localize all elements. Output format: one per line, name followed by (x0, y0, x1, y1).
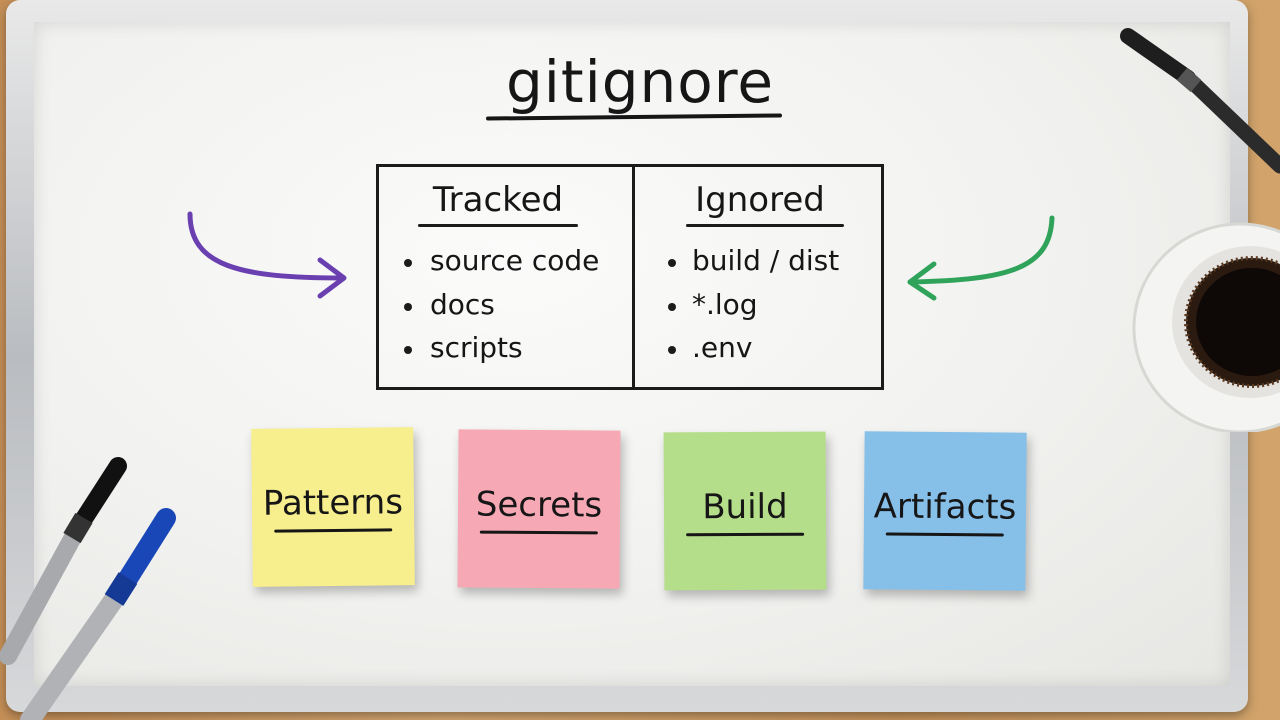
sticky-note-label: Build (702, 486, 788, 527)
sticky-note-label: Patterns (262, 481, 404, 524)
black-marker-icon (0, 457, 127, 665)
sticky-note-underline (479, 530, 598, 534)
heading-underline-tracked (418, 224, 578, 227)
table-divider (632, 164, 635, 390)
list-item-ignored: *.log (692, 288, 758, 321)
column-heading-ignored: Ignored (695, 180, 825, 220)
comparison-table (376, 164, 884, 390)
heading-underline-ignored (686, 224, 844, 227)
sticky-note-underline (686, 532, 805, 536)
coffee-cup-icon (1132, 222, 1280, 432)
sticky-note-underline (885, 531, 1004, 537)
list-item-ignored: .env (692, 331, 753, 364)
sticky-note-secrets: Secrets (457, 429, 621, 589)
bullet (668, 303, 676, 311)
sticky-note-artifacts: Artifacts (863, 431, 1027, 591)
bullet (404, 303, 412, 311)
bullet (404, 346, 412, 354)
list-item-tracked: scripts (430, 331, 523, 364)
sticky-note-underline (274, 527, 393, 533)
list-item-tracked: source code (430, 244, 600, 277)
black-marker-icon (1120, 28, 1280, 174)
blue-marker-icon (20, 508, 176, 720)
bullet (404, 259, 412, 267)
whiteboard-title: gitignore (505, 48, 775, 116)
bullet (668, 346, 676, 354)
sticky-note-patterns: Patterns (251, 427, 415, 587)
list-item-ignored: build / dist (692, 244, 840, 277)
green-arrow-icon (907, 215, 1055, 301)
list-item-tracked: docs (430, 288, 495, 321)
sticky-note-build: Build (663, 431, 827, 591)
sticky-note-label: Artifacts (873, 485, 1017, 528)
bullet (668, 259, 676, 267)
column-heading-tracked: Tracked (432, 180, 564, 220)
sticky-note-label: Secrets (475, 484, 603, 525)
purple-arrow-icon (187, 211, 347, 299)
